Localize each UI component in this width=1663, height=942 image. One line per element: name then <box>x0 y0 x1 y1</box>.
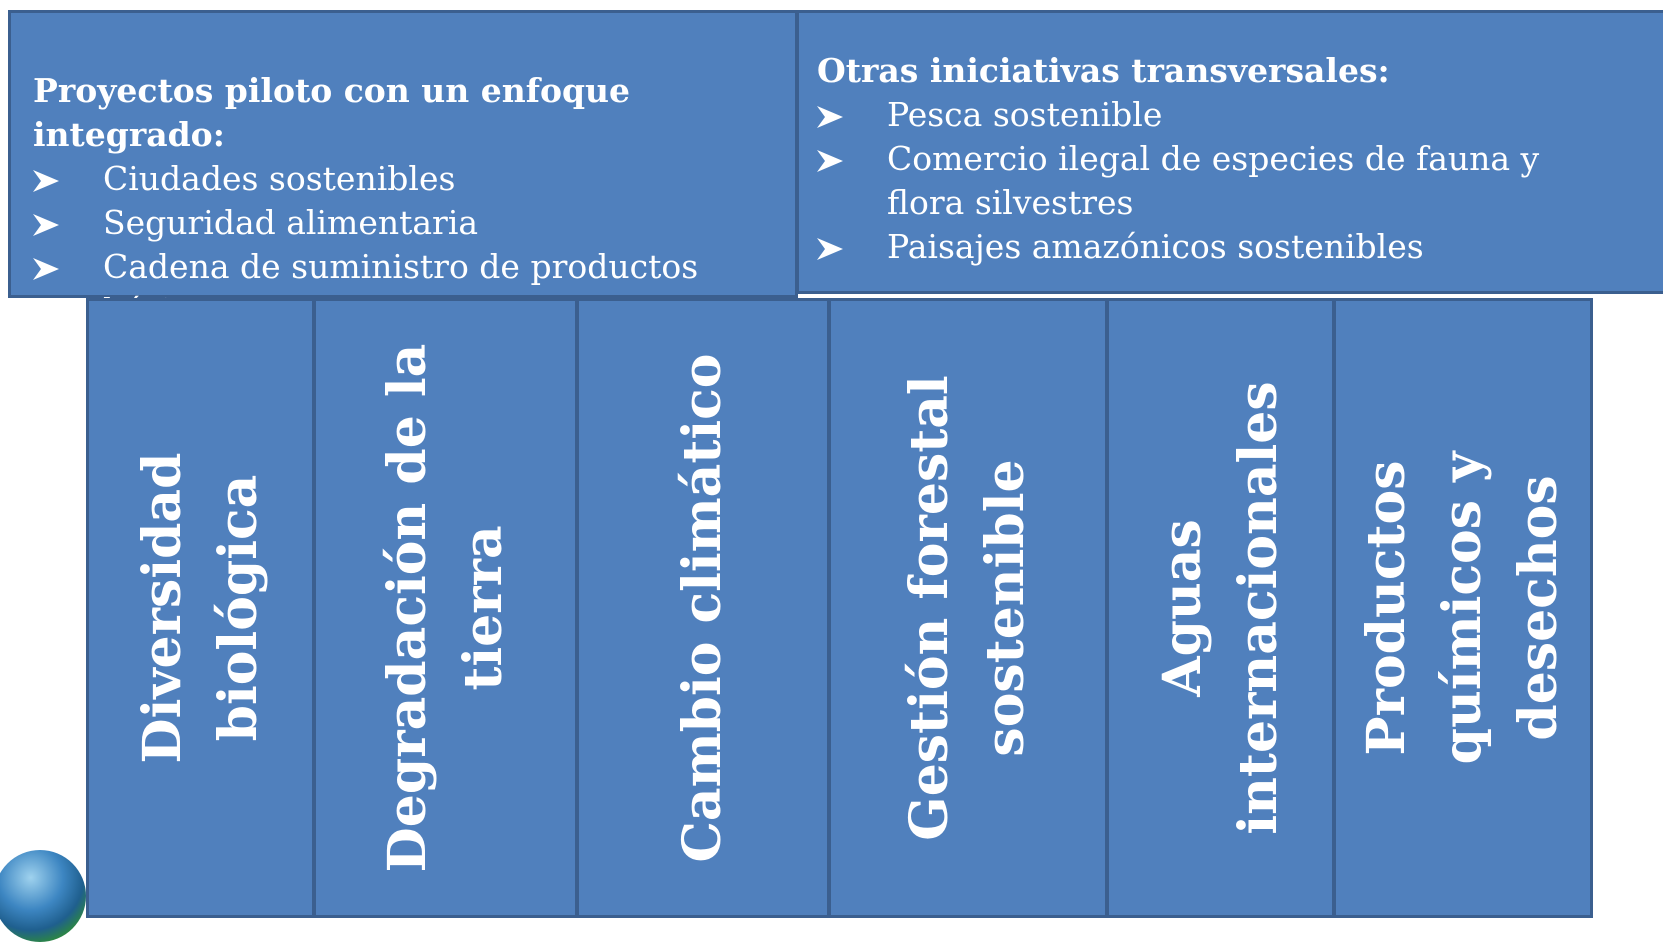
other-initiatives-list: Pesca sostenible Comercio ilegal de espe… <box>817 93 1663 269</box>
list-item: Seguridad alimentaria <box>33 201 795 245</box>
pilot-projects-box: Proyectos piloto con un enfoque integrad… <box>8 10 798 330</box>
arrowhead-bullet-icon <box>33 245 103 280</box>
list-item: Comercio ilegal de especies de fauna y f… <box>817 137 1663 225</box>
column-label: Cambio climático <box>672 353 733 863</box>
column-label: Gestión forestal sostenible <box>899 375 1036 841</box>
column-label: Productos químicos y desechos <box>1356 451 1569 765</box>
list-item-text: Ciudades sostenibles <box>103 159 456 198</box>
other-initiatives-title: Otras iniciativas transversales: <box>817 51 1390 90</box>
column-land-degradation: Degradación de la tierra <box>313 298 578 918</box>
arrowhead-bullet-icon <box>33 201 103 236</box>
arrowhead-bullet-icon <box>33 157 103 192</box>
column-sustainable-forest-management: Gestión forestal sostenible <box>828 298 1108 918</box>
arrowhead-bullet-icon <box>817 137 887 172</box>
pilot-projects-title: Proyectos piloto con un enfoque integrad… <box>33 71 631 154</box>
arrowhead-bullet-icon <box>817 225 887 260</box>
globe-icon <box>0 850 86 942</box>
list-item-text: Seguridad alimentaria <box>103 203 479 242</box>
list-item: Paisajes amazónicos sostenibles <box>817 225 1663 269</box>
column-label: Degradación de la tierra <box>376 343 514 873</box>
column-international-waters: Aguas internacionales <box>1106 298 1335 918</box>
column-biodiversity: Diversidad biológica <box>86 298 315 918</box>
list-item: Ciudades sostenibles <box>33 157 795 201</box>
column-climate-change: Cambio climático <box>576 298 830 918</box>
list-item-text: Pesca sostenible <box>887 95 1163 134</box>
arrowhead-bullet-icon <box>817 93 887 128</box>
other-initiatives-box: Otras iniciativas transversales: Pesca s… <box>796 10 1663 294</box>
column-chemicals-waste: Productos químicos y desechos <box>1333 298 1593 918</box>
column-label: Diversidad biológica <box>131 452 269 764</box>
list-item-text: Comercio ilegal de especies de fauna y f… <box>887 139 1540 222</box>
list-item-text: Paisajes amazónicos sostenibles <box>887 227 1424 266</box>
column-label: Aguas internacionales <box>1151 381 1289 835</box>
list-item: Pesca sostenible <box>817 93 1663 137</box>
